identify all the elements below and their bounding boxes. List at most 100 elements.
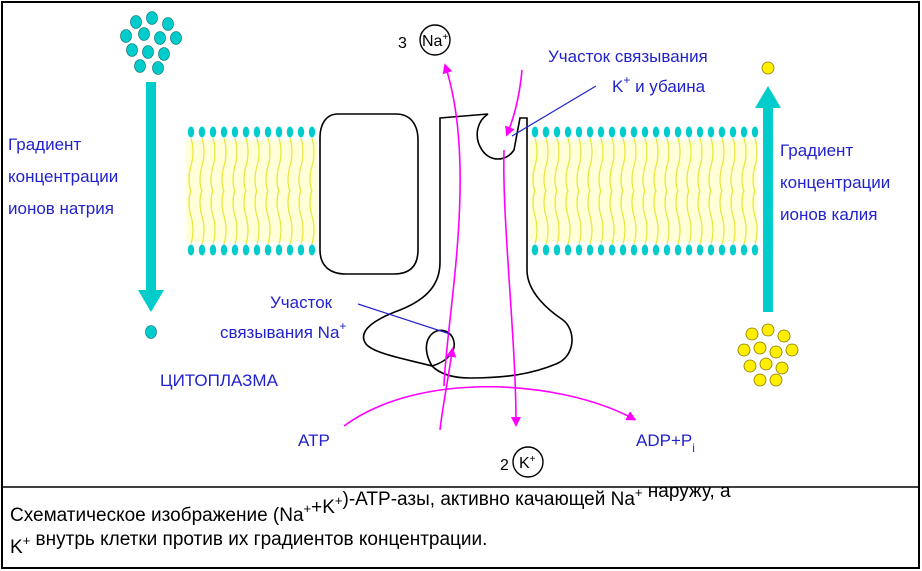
lipid-head [575,244,583,256]
lipid-head [242,244,250,256]
lipid-head [220,126,228,138]
potassium-gradient-label-2: концентрации [780,173,890,192]
lipid-tail [298,137,304,245]
protein-main-body [362,112,573,379]
lipid-head [242,126,250,138]
lipid-head [531,244,539,256]
potassium-ion-dot [769,373,783,387]
lipid-tail [565,137,571,245]
na-site-label-line2: связывания Na+ [220,319,346,342]
na-site-pointer [357,303,451,335]
lipid-head [542,126,550,138]
sodium-gradient-label-3: ионов натрия [8,199,114,218]
potassium-ion-dot [761,323,775,337]
lipid-tail [664,137,670,245]
lipid-head [619,126,627,138]
lipid-head [751,126,759,138]
potassium-ion-dot [769,345,783,359]
lipid-tail [276,137,282,245]
lipid-head [187,244,195,256]
lipid-head [729,244,737,256]
lipid-head [696,244,704,256]
lipid-head [531,126,539,138]
lipid-head [286,244,294,256]
lipid-tail [587,137,593,245]
protein-left-lobe [319,113,419,275]
lipid-head [564,126,572,138]
lipid-head [586,126,594,138]
lipid-head [729,126,737,138]
na-site-label-line1: Участок [270,293,333,312]
ion-clusters [120,11,799,387]
k-site-label-line2: K+ и убаина [612,73,706,96]
sodium-ion-dot [134,59,146,73]
lipid-head [220,244,228,256]
lipid-tail [576,137,582,245]
sodium-ion-dot [142,45,154,59]
sodium-ion-dot [126,43,138,57]
lipid-head [542,244,550,256]
lipid-head [297,126,305,138]
lipid-head [663,244,671,256]
sodium-gradient-label-2: концентрации [8,167,118,186]
lipid-head [630,244,638,256]
atp-hydrolysis-arrow [343,385,637,427]
potassium-ion-dot [753,341,767,355]
sodium-ion-dot [145,325,157,339]
lipid-tail [287,137,293,245]
lipid-head [198,244,206,256]
membrane-core [186,140,318,242]
lipid-tail [642,137,648,245]
lipid-head [564,244,572,256]
sodium-gradient-label-1: Градиент [8,135,81,154]
lipid-head [707,126,715,138]
lipid-head [685,126,693,138]
caption-line-1: Схематическое изображение (Na++K+)-ATP-а… [10,481,731,526]
lipid-tail [232,137,238,245]
lipid-bilayer [186,126,759,256]
potassium-ion-dot [745,327,759,341]
lipid-head [641,244,649,256]
lipid-head [608,126,616,138]
potassium-gradient-label-1: Градиент [780,141,853,160]
lipid-head [275,126,283,138]
sodium-ion-circle [419,24,451,56]
potassium-ion-dot [785,343,799,357]
lipid-head [597,244,605,256]
k-binding-arrow [505,69,523,137]
lipid-tail [697,137,703,245]
sodium-gradient-arrow [138,82,164,312]
potassium-ion-dot [753,373,767,387]
lipid-tail [752,137,758,245]
lipid-tail [631,137,637,245]
lipid-head [740,244,748,256]
lipid-head [231,244,239,256]
sodium-ion-dot [130,15,142,29]
lipid-tail [199,137,205,245]
lipid-tail [609,137,615,245]
lipid-head [209,126,217,138]
lipid-tail [719,137,725,245]
lipid-head [685,244,693,256]
lipid-head [674,244,682,256]
lipid-head [751,244,759,256]
lipid-tail [730,137,736,245]
lipid-head [264,126,272,138]
caption-line-2: K+ внутрь клетки против их градиентов ко… [10,529,487,558]
lipid-tail [598,137,604,245]
lipid-head [652,126,660,138]
lipid-tail [221,137,227,245]
lipid-head [553,244,561,256]
lipid-head [641,126,649,138]
lipid-head [253,126,261,138]
lipid-head [718,126,726,138]
potassium-ion-dot [759,357,773,371]
lipid-head [297,244,305,256]
na-binding-arrow [439,347,457,431]
lipid-head [663,126,671,138]
lipid-tail [265,137,271,245]
lipid-tail [741,137,747,245]
k-site-pointer [511,85,597,137]
